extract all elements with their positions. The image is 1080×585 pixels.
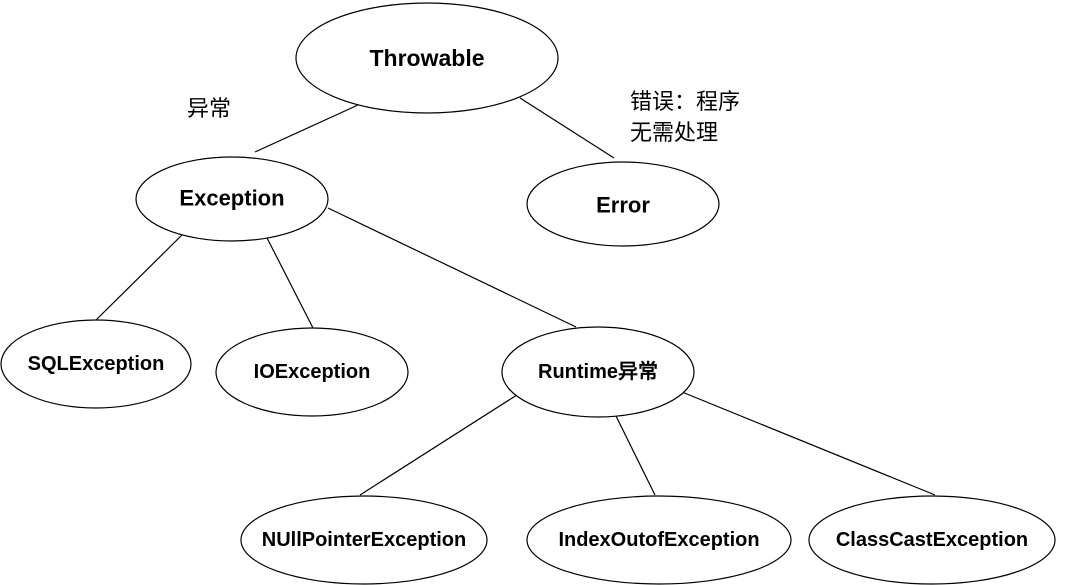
node-throwable: Throwable — [295, 2, 559, 114]
node-runtime-exception-label: Runtime异常 — [538, 360, 658, 383]
node-sqlexception: SQLException — [0, 319, 192, 409]
node-ioexception-label: IOException — [254, 361, 371, 383]
edge-runtime-indexoutof — [613, 411, 656, 496]
error-annotation-line2: 无需处理 — [630, 121, 719, 146]
edge-exception-sqlexception — [95, 232, 185, 321]
node-throwable-label: Throwable — [369, 45, 484, 71]
node-nullpointerexception: NUllPointerException — [240, 495, 488, 585]
node-error: Error — [526, 161, 720, 247]
edge-throwable-exception — [254, 104, 359, 153]
node-nullpointerexception-label: NUllPointerException — [262, 529, 466, 551]
edge-exception-ioexception — [263, 231, 314, 329]
node-indexoutofexception: IndexOutofException — [526, 495, 792, 585]
exception-annotation: 异常 — [187, 97, 232, 122]
node-sqlexception-label: SQLException — [28, 353, 165, 375]
edge-runtime-classcast — [681, 391, 936, 496]
node-ioexception: IOException — [215, 327, 409, 417]
edge-throwable-error — [519, 97, 615, 159]
node-runtime-exception: Runtime异常 — [501, 326, 695, 418]
node-exception-label: Exception — [179, 186, 284, 211]
edge-exception-runtime — [327, 207, 577, 328]
node-error-label: Error — [596, 193, 650, 218]
node-indexoutofexception-label: IndexOutofException — [558, 529, 759, 551]
node-exception: Exception — [135, 156, 329, 242]
edge-runtime-nullpointer — [359, 392, 521, 496]
node-classcastexception: ClassCastException — [808, 495, 1056, 585]
node-classcastexception-label: ClassCastException — [836, 529, 1028, 551]
error-annotation-line1: 错误：程序 — [630, 90, 741, 115]
